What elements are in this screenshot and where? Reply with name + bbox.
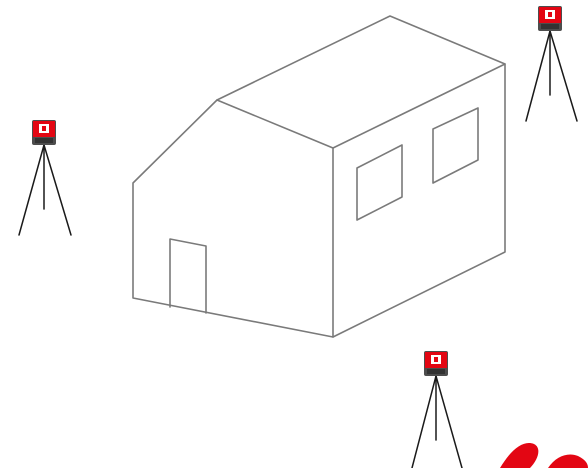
tripod-icon bbox=[411, 375, 463, 468]
total-station-icon bbox=[424, 351, 448, 376]
survey-instrument-left bbox=[18, 120, 72, 236]
tripod-icon bbox=[525, 30, 578, 122]
house-window-left bbox=[356, 144, 403, 221]
house-window-right bbox=[432, 107, 479, 184]
total-station-icon bbox=[538, 6, 562, 31]
brand-logo bbox=[500, 443, 588, 468]
total-station-icon bbox=[32, 120, 56, 145]
house-door bbox=[169, 238, 207, 314]
tripod-icon bbox=[18, 144, 72, 236]
survey-instrument-right bbox=[525, 6, 578, 122]
house-roof bbox=[216, 15, 506, 149]
house-illustration bbox=[132, 15, 506, 338]
house-side-wall bbox=[332, 63, 506, 338]
house-front-wall bbox=[132, 99, 334, 338]
survey-instrument-bottom bbox=[411, 351, 463, 468]
